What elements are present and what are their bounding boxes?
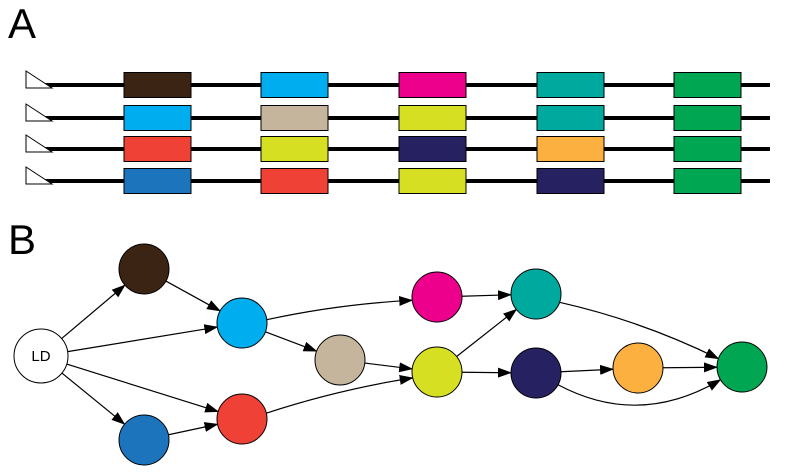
node-ld bbox=[13, 328, 69, 384]
track-segment-lime bbox=[398, 105, 467, 131]
node-green bbox=[716, 341, 768, 393]
edge-LD-brown bbox=[61, 284, 126, 340]
track-start-triangle bbox=[25, 103, 54, 122]
node-blue bbox=[118, 414, 170, 466]
track-segment-lime bbox=[260, 136, 329, 162]
track-segment-navy bbox=[398, 136, 467, 162]
edge-LD-red bbox=[66, 363, 220, 413]
edge-LD-sky bbox=[67, 324, 219, 353]
graph-edges bbox=[61, 280, 722, 436]
panel-a-tracks bbox=[25, 70, 770, 194]
track-segment-tan bbox=[260, 105, 329, 131]
track-segment-green bbox=[673, 168, 742, 194]
track-start-triangle bbox=[25, 134, 54, 153]
edge-lime-teal bbox=[456, 308, 518, 357]
node-teal bbox=[510, 268, 562, 320]
track-segment-brown bbox=[123, 72, 192, 98]
edge-navy-orange bbox=[560, 364, 615, 375]
node-orange bbox=[612, 342, 664, 394]
panel-b-label: B bbox=[8, 216, 36, 263]
node-tan bbox=[314, 334, 366, 386]
track-segment-blue bbox=[123, 168, 192, 194]
edge-sky-tan bbox=[265, 331, 318, 352]
track-segment-green bbox=[673, 72, 742, 98]
node-sky bbox=[216, 297, 268, 349]
track-segment-red bbox=[260, 168, 329, 194]
node-brown bbox=[118, 243, 170, 295]
track-segment-magenta bbox=[398, 72, 467, 98]
edge-brown-sky bbox=[165, 280, 221, 312]
track-segment-green bbox=[673, 105, 742, 131]
graph-nodes: LD bbox=[13, 243, 768, 466]
edge-magenta-teal bbox=[461, 290, 513, 301]
track-segment-red bbox=[123, 136, 192, 162]
panel-a-label: A bbox=[8, 0, 36, 47]
track-start-triangle bbox=[25, 166, 54, 185]
track-segment-navy bbox=[536, 168, 605, 194]
track-segment-green bbox=[673, 136, 742, 162]
edge-navy-green bbox=[557, 379, 722, 406]
node-label-ld: LD bbox=[31, 348, 50, 365]
edge-tan-lime bbox=[364, 362, 414, 373]
track-segment-sky bbox=[123, 105, 192, 131]
node-navy bbox=[510, 347, 562, 399]
edge-red-lime bbox=[266, 374, 414, 414]
track-segment-sky bbox=[260, 72, 329, 98]
edge-orange-green bbox=[662, 362, 719, 373]
edge-blue-red bbox=[168, 422, 219, 436]
node-magenta bbox=[411, 271, 463, 323]
edge-sky-magenta bbox=[266, 295, 414, 321]
track-segment-orange bbox=[536, 136, 605, 162]
edge-LD-blue bbox=[61, 372, 126, 425]
track-start-triangle bbox=[25, 70, 54, 89]
node-red bbox=[216, 393, 268, 445]
edge-teal-green bbox=[559, 301, 720, 360]
track-segment-lime bbox=[398, 168, 467, 194]
node-lime bbox=[411, 346, 463, 398]
track-segment-teal bbox=[536, 72, 605, 98]
track-segment-teal bbox=[536, 105, 605, 131]
